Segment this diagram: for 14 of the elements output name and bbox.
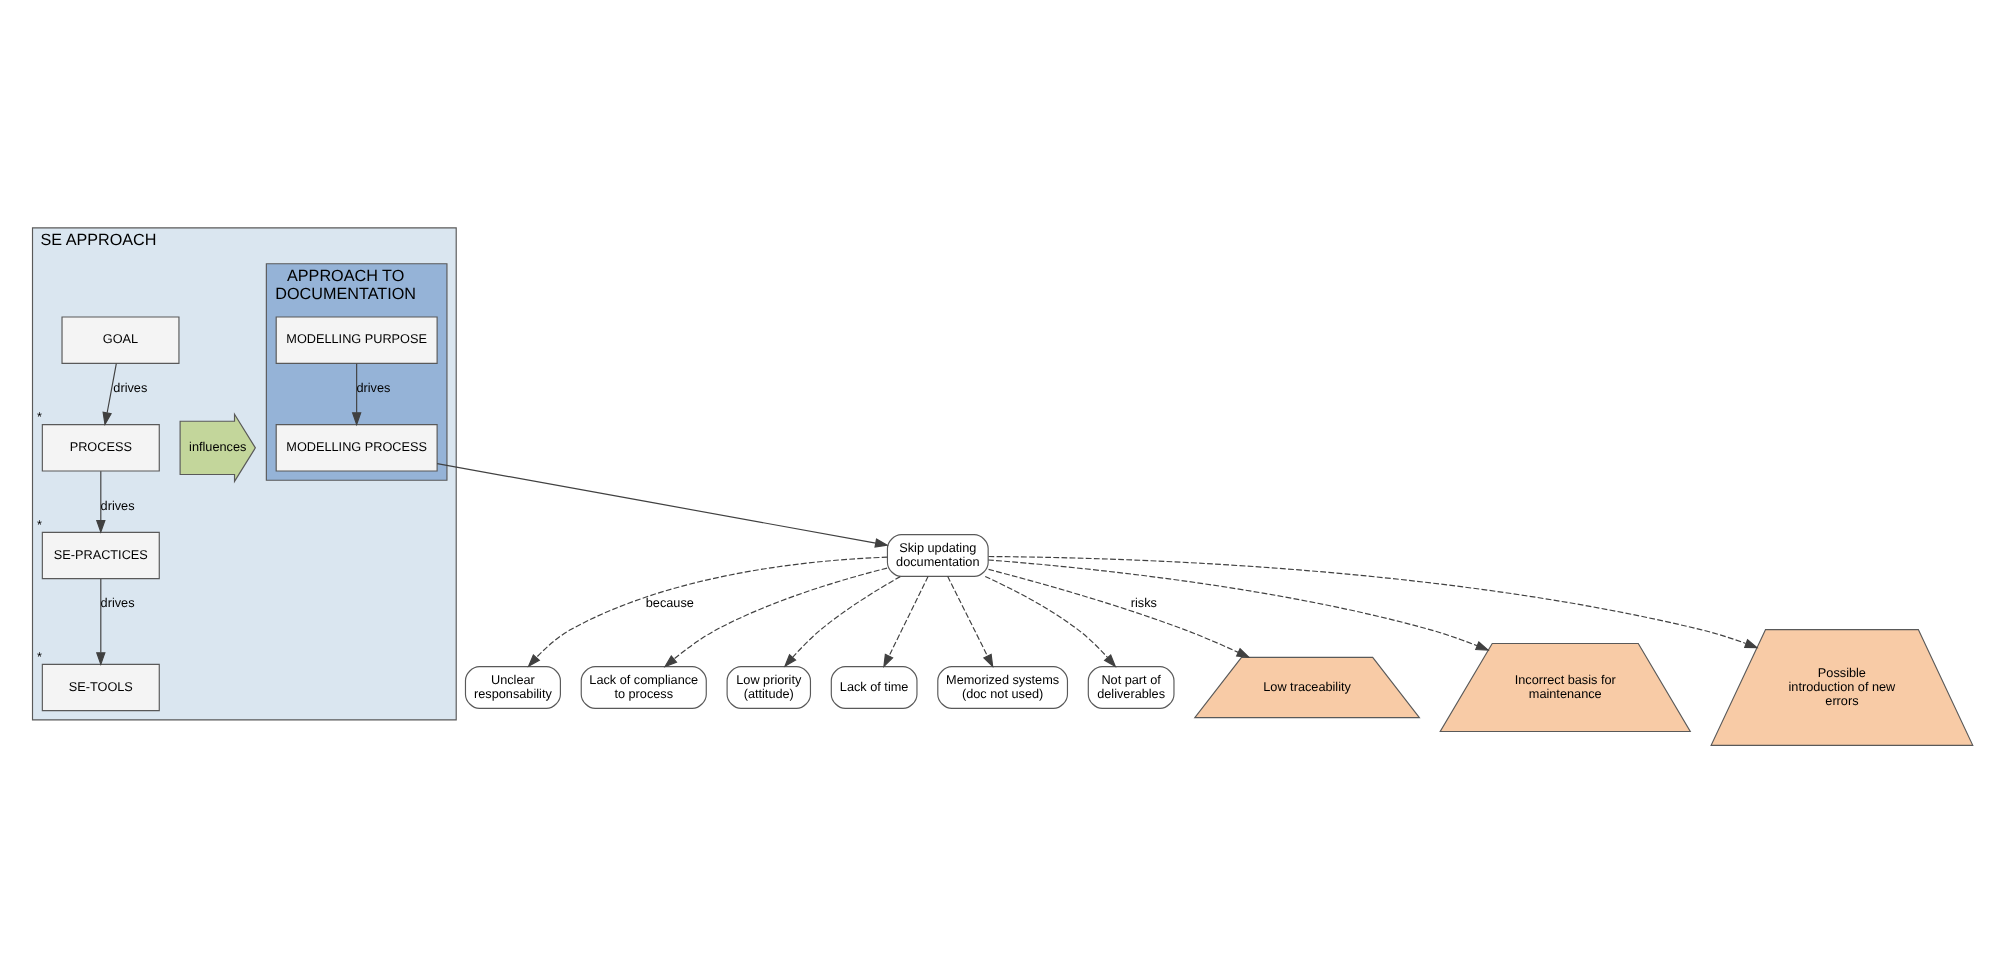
arrow xyxy=(883,574,929,668)
arrow xyxy=(783,575,901,667)
arrow xyxy=(984,574,1117,667)
arrow xyxy=(947,574,994,667)
arrow xyxy=(436,462,889,547)
arrow xyxy=(988,554,1759,648)
arrow xyxy=(102,362,117,426)
arrow xyxy=(351,362,362,426)
arrow xyxy=(987,558,1490,650)
arrow xyxy=(988,567,1251,658)
arrow xyxy=(663,566,888,667)
arrow xyxy=(527,555,888,667)
arrow xyxy=(95,469,106,533)
arrow xyxy=(95,577,106,666)
